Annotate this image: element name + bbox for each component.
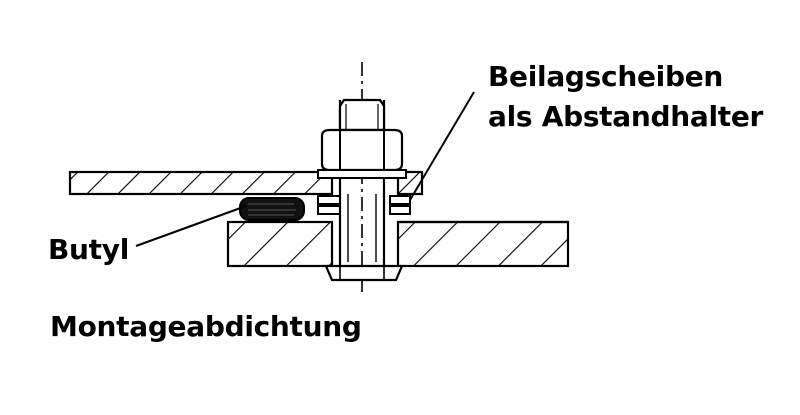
spacer-washers: [317, 195, 411, 215]
butyl-seal: [239, 197, 305, 221]
diagram-caption: Montageabdichtung: [50, 310, 362, 343]
spacer-leader-line: [409, 91, 475, 201]
bolt-tip: [338, 98, 386, 132]
butyl-label: Butyl: [48, 233, 130, 266]
spacer-washer-label-line2: als Abstandhalter: [488, 100, 764, 133]
spacer-washer-label-line1: Beilagscheiben: [488, 60, 724, 93]
butyl-leader-line: [135, 205, 247, 247]
lower-plate: [226, 220, 570, 268]
bolt-head: [324, 264, 404, 282]
nut-washer: [317, 169, 407, 179]
hex-nut: [320, 128, 404, 172]
